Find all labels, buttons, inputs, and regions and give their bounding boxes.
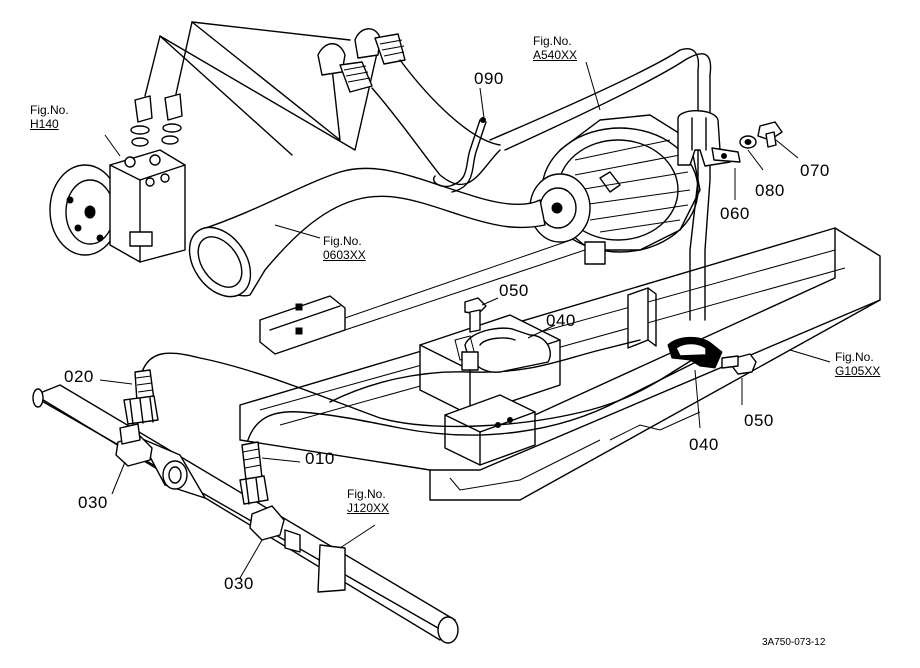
bolt-070	[757, 121, 783, 148]
part-number-010: 010	[305, 449, 335, 468]
figure-ref-a540: Fig.No. A540XX	[533, 34, 577, 62]
vertical-post	[627, 287, 657, 349]
figure-ref-code: G105XX	[835, 364, 881, 378]
leader-lines	[99, 61, 831, 579]
part-number-030-upper: 030	[78, 493, 108, 512]
hose-clamp-040-lower	[667, 336, 723, 369]
fitting-020	[123, 369, 159, 425]
figure-ref-code: A540XX	[533, 48, 578, 62]
figure-ref-code: H140	[30, 117, 59, 131]
figure-ref-prefix: Fig.No.	[347, 487, 386, 501]
figure-ref-0603: Fig.No. 0603XX	[323, 234, 366, 262]
figure-ref-j120: Fig.No. J120XX	[347, 487, 389, 515]
figure-ref-code: J120XX	[347, 501, 390, 515]
figure-ref-h140: Fig.No. H140	[30, 103, 69, 131]
figure-ref-prefix: Fig.No.	[835, 350, 874, 364]
figure-ref-g105: Fig.No. G105XX	[835, 350, 880, 378]
steering-hoses-lower	[141, 339, 701, 441]
main-hoses	[371, 48, 712, 321]
washer-080	[739, 135, 757, 149]
part-number-040-lower: 040	[689, 435, 719, 454]
part-number-030-lower: 030	[224, 574, 254, 593]
figure-ref-prefix: Fig.No.	[533, 34, 572, 48]
part-number-050-lower: 050	[744, 411, 774, 430]
hose-clamp-040-upper	[454, 327, 551, 373]
figure-ref-prefix: Fig.No.	[30, 103, 69, 117]
part-number-080: 080	[755, 181, 785, 200]
bolt-050-lower	[721, 353, 757, 375]
figure-ref-prefix: Fig.No.	[323, 234, 362, 248]
bolt-050-upper	[464, 297, 487, 333]
part-number-090: 090	[474, 69, 504, 88]
part-number-050-upper: 050	[499, 281, 529, 300]
part-number-040-upper: 040	[546, 311, 576, 330]
pump-hoses	[144, 21, 381, 156]
part-number-070: 070	[800, 161, 830, 180]
elbow-030-upper	[115, 423, 153, 467]
drawing-code: 3A750-073-12	[762, 637, 826, 648]
elbow-030-lower	[249, 505, 285, 541]
clamp-060	[677, 110, 741, 167]
part-number-020: 020	[64, 367, 94, 386]
top-fittings	[317, 28, 406, 93]
upper-beam	[259, 229, 601, 355]
hose-clip-090	[433, 117, 487, 193]
fitting-010	[239, 441, 269, 505]
part-number-060: 060	[720, 204, 750, 223]
hydraulic-pump	[49, 149, 186, 263]
figure-ref-code: 0603XX	[323, 248, 366, 262]
alternator	[529, 114, 701, 265]
intake-hose	[188, 167, 546, 298]
pump-fittings	[130, 93, 183, 147]
